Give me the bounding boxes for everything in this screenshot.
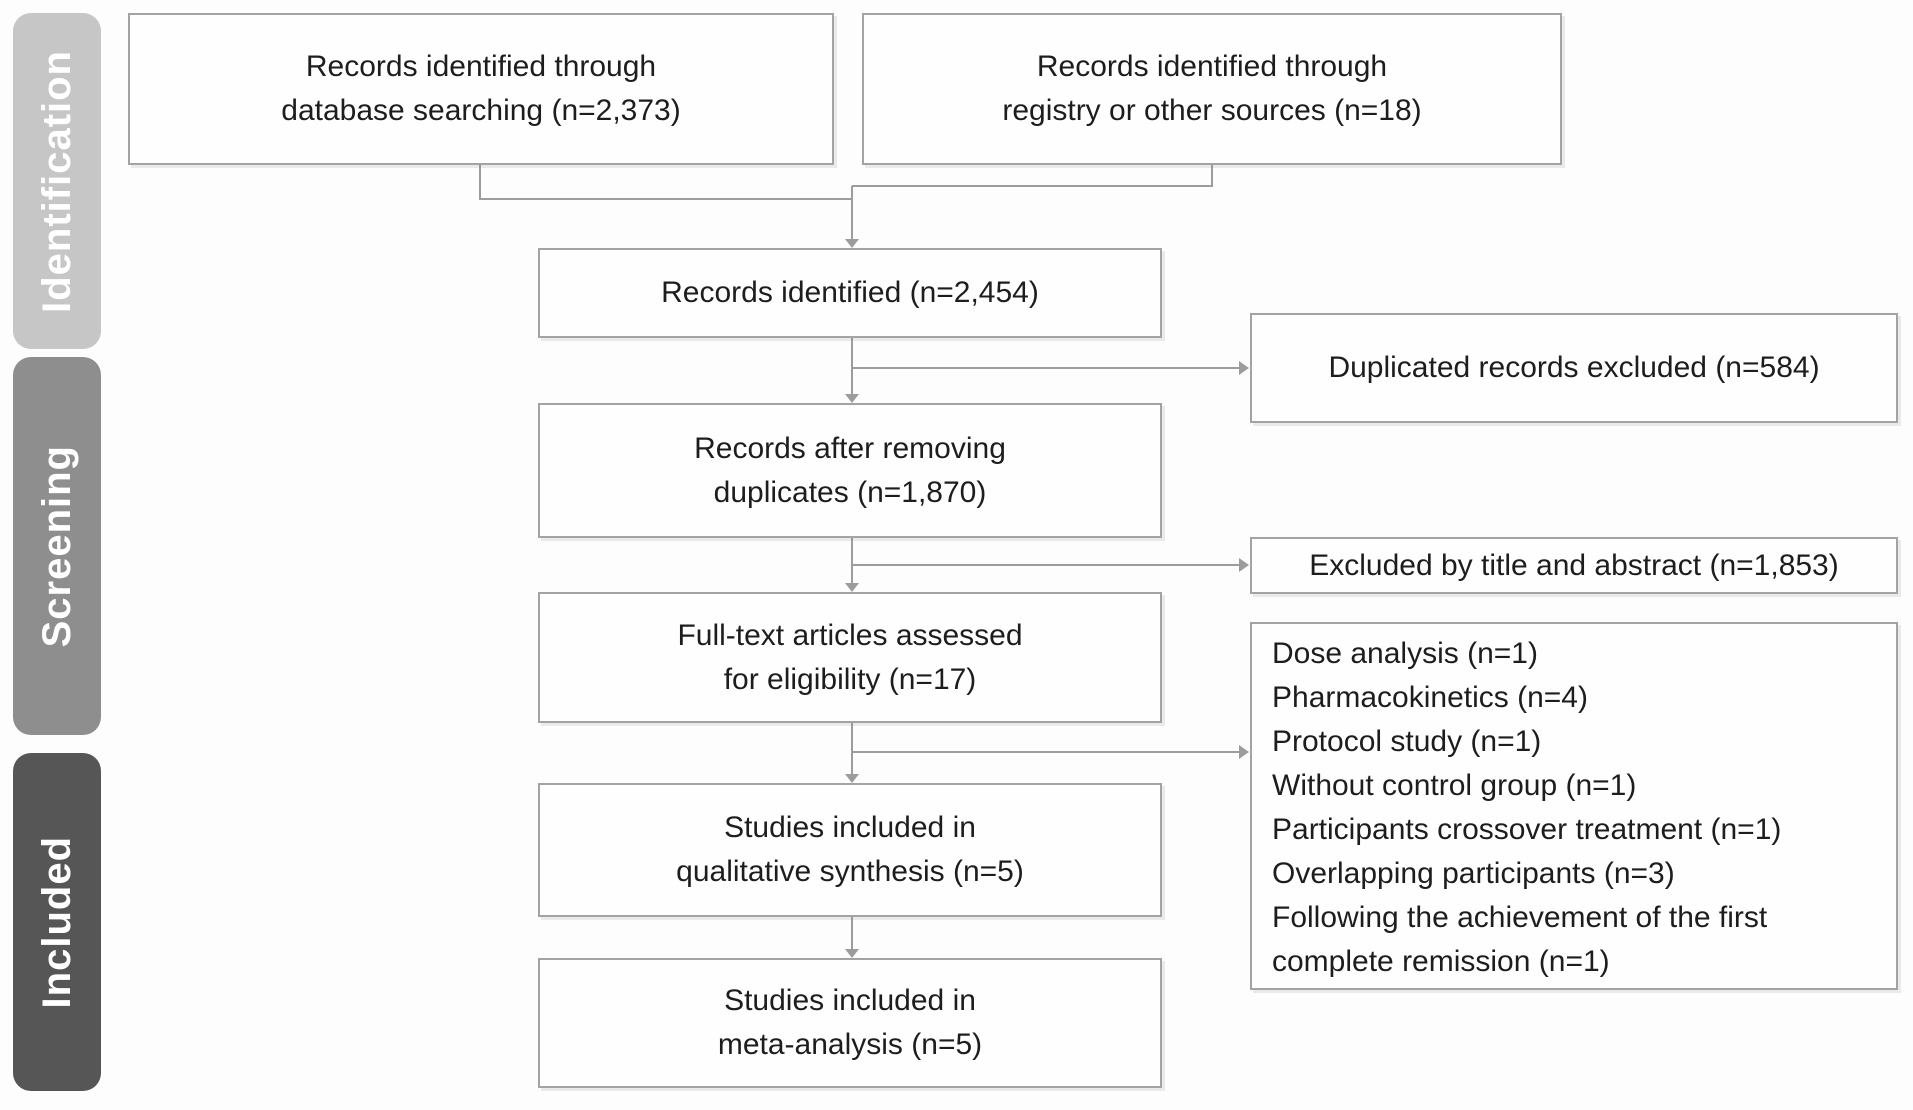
- rail-identification-label: Identification: [34, 49, 79, 313]
- box-fulltext-assessed: Full-text articles assessed for eligibil…: [538, 592, 1162, 723]
- box-qualitative-synthesis-line2: qualitative synthesis (n=5): [676, 855, 1024, 888]
- box-records-after-duplicates-line1: Records after removing: [694, 431, 1006, 465]
- exclusion-reason-item: Without control group (n=1): [1272, 769, 1637, 802]
- arrow-down-records-identified: [845, 239, 859, 248]
- box-meta-analysis-line1: Studies included in: [724, 984, 976, 1017]
- rail-included: Included: [13, 753, 101, 1091]
- box-fulltext-assessed-line2: for eligibility (n=17): [723, 662, 977, 696]
- arrow-down-meta-analysis: [845, 949, 859, 958]
- box-records-database-line2: database searching (n=2,373): [281, 94, 681, 127]
- box-excluded-title-abstract: Excluded by title and abstract (n=1,853): [1250, 537, 1898, 594]
- rail-screening: Screening: [13, 357, 101, 735]
- box-records-after-duplicates-line2: duplicates (n=1,870): [713, 475, 987, 509]
- rail-screening-label: Screening: [34, 444, 79, 648]
- box-records-registry-line2: registry or other sources (n=18): [1002, 94, 1422, 127]
- rail-identification: Identification: [13, 13, 101, 349]
- exclusion-reason-item: Overlapping participants (n=3): [1272, 857, 1675, 890]
- exclusion-reason-item: Pharmacokinetics (n=4): [1272, 681, 1588, 714]
- box-records-after-duplicates: Records after removing duplicates (n=1,8…: [538, 403, 1162, 538]
- box-records-database-line1: Records identified through: [305, 50, 657, 83]
- box-fulltext-assessed-line1: Full-text articles assessed: [677, 618, 1023, 652]
- exclusion-reason-item: Protocol study (n=1): [1272, 725, 1542, 758]
- connector-database-merge: [479, 165, 852, 200]
- connector-registry-merge: [852, 165, 1213, 187]
- box-records-identified-label: Records identified (n=2,454): [661, 276, 1039, 309]
- box-qualitative-synthesis: Studies included in qualitative synthesi…: [538, 783, 1162, 917]
- arrow-down-qualitative: [845, 774, 859, 783]
- box-duplicates-excluded-label: Duplicated records excluded (n=584): [1328, 351, 1820, 384]
- exclusion-reason-item: Dose analysis (n=1): [1272, 637, 1538, 670]
- arrow-right-duplicates-excluded: [1239, 361, 1249, 375]
- exclusion-reason-item: Participants crossover treatment (n=1): [1272, 813, 1782, 846]
- box-records-database: Records identified through database sear…: [128, 13, 834, 165]
- rail-included-label: Included: [34, 835, 79, 1009]
- arrow-down-fulltext: [845, 583, 859, 592]
- box-records-identified: Records identified (n=2,454): [538, 248, 1162, 338]
- arrow-right-title-abstract: [1239, 558, 1249, 572]
- box-meta-analysis-line2: meta-analysis (n=5): [717, 1028, 983, 1061]
- box-meta-analysis: Studies included in meta-analysis (n=5): [538, 958, 1162, 1088]
- arrow-down-after-duplicates: [845, 394, 859, 403]
- box-excluded-title-abstract-label: Excluded by title and abstract (n=1,853): [1309, 548, 1839, 582]
- box-records-registry-line1: Records identified through: [1036, 50, 1388, 83]
- arrow-right-exclusion-reasons: [1239, 745, 1249, 759]
- box-qualitative-synthesis-line1: Studies included in: [724, 811, 976, 844]
- exclusion-reason-item: Following the achievement of the first c…: [1272, 901, 1768, 978]
- box-records-registry: Records identified through registry or o…: [862, 13, 1562, 165]
- box-duplicates-excluded: Duplicated records excluded (n=584): [1250, 313, 1898, 423]
- box-exclusion-reasons: Dose analysis (n=1) Pharmacokinetics (n=…: [1250, 622, 1898, 990]
